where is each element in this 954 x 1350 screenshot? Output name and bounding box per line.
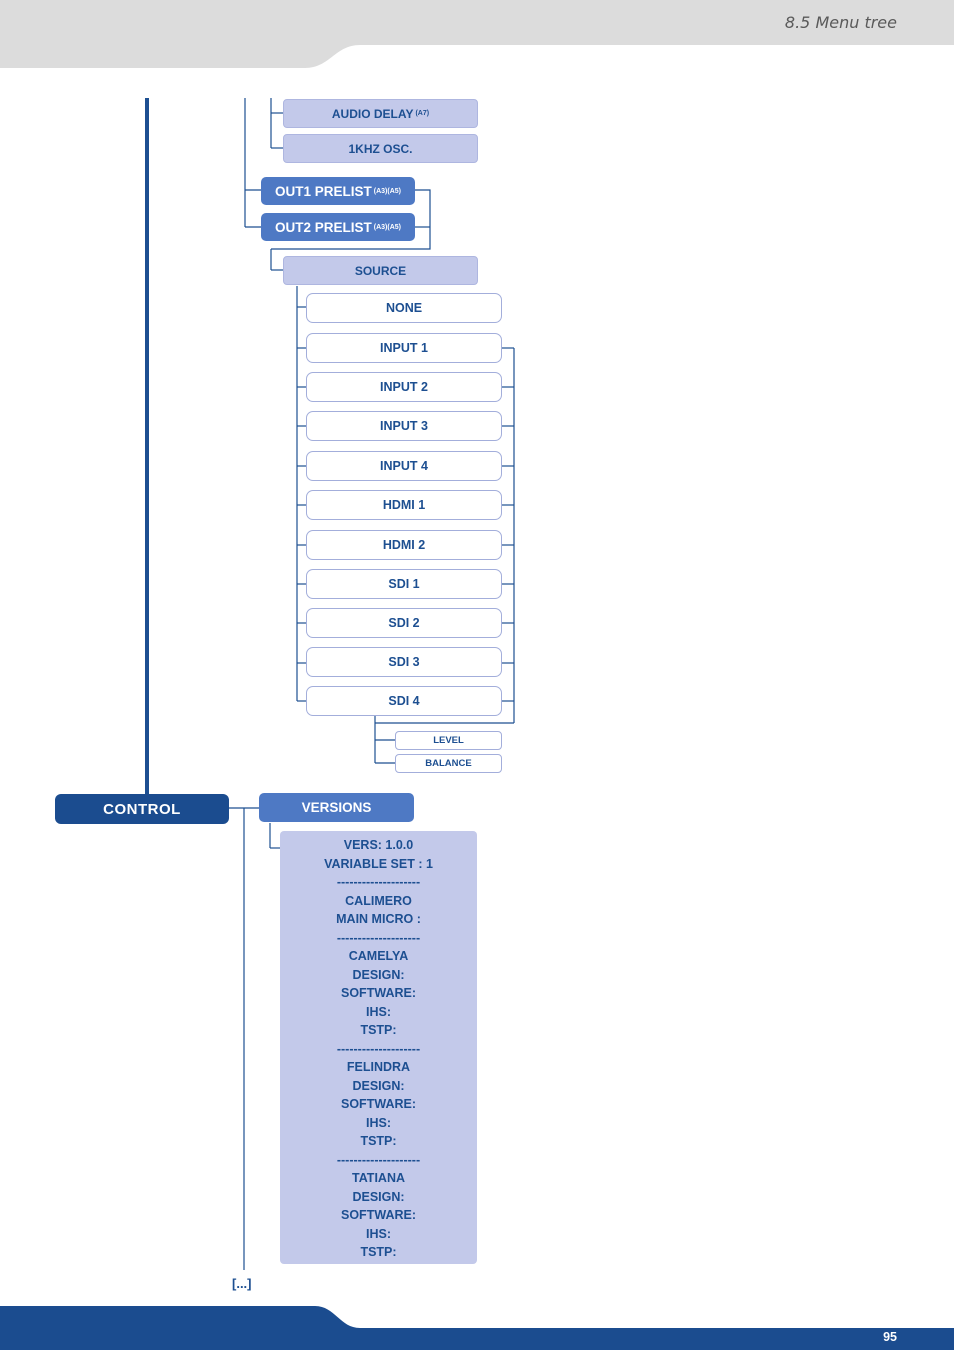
versions-line: SOFTWARE: [341, 1208, 416, 1222]
source-option-input-3[interactable]: INPUT 3 [306, 411, 502, 441]
menu-source[interactable]: SOURCE [283, 256, 478, 285]
versions-separator: -------------------- [336, 930, 421, 945]
versions-line: DESIGN: [352, 1189, 405, 1204]
out1-prelist-note: (A3)(A5) [373, 187, 401, 195]
main-trunk-line [145, 98, 149, 794]
out1-prelist-label: OUT1 PRELIST [275, 183, 372, 199]
versions-line: FELINDRA [346, 1060, 411, 1074]
source-option-sdi-3[interactable]: SDI 3 [306, 647, 502, 677]
section-title: 8.5 Menu tree [784, 13, 897, 32]
versions-line: SOFTWARE: [341, 1097, 416, 1111]
versions-line: TSTP: [360, 1245, 397, 1259]
versions-line: CALIMERO [345, 893, 412, 908]
page-number: 95 [883, 1330, 897, 1344]
versions-line: IHS: [366, 1004, 391, 1019]
menu-audio-delay[interactable]: AUDIO DELAY(A7) [283, 99, 478, 128]
versions-line: CAMELYA [348, 949, 409, 963]
versions-line: MAIN MICRO : [336, 912, 421, 926]
audio-delay-label: AUDIO DELAY [331, 106, 414, 121]
menu-control[interactable]: CONTROL [55, 794, 229, 824]
versions-line: TATIANA [352, 1171, 405, 1185]
menu-out2-prelist[interactable]: OUT2 PRELIST(A3)(A5) [261, 213, 415, 241]
versions-separator: -------------------- [336, 1152, 421, 1167]
continuation-ellipsis: [...] [232, 1276, 252, 1291]
out2-prelist-label: OUT2 PRELIST [275, 219, 372, 235]
menu-versions[interactable]: VERSIONS [259, 793, 414, 822]
menu-1khz-osc[interactable]: 1KHZ OSC. [283, 134, 478, 163]
versions-line: IHS: [366, 1226, 391, 1241]
versions-line: TSTP: [360, 1134, 397, 1148]
footer-band [0, 1306, 954, 1350]
source-option-hdmi-2[interactable]: HDMI 2 [306, 530, 502, 560]
source-option-hdmi-1[interactable]: HDMI 1 [306, 490, 502, 520]
menu-level[interactable]: LEVEL [395, 731, 502, 750]
out2-prelist-note: (A3)(A5) [373, 223, 401, 231]
versions-separator: -------------------- [336, 875, 421, 889]
versions-line: VARIABLE SET : 1 [324, 856, 433, 871]
source-option-sdi-1[interactable]: SDI 1 [306, 569, 502, 599]
versions-line: SOFTWARE: [341, 986, 416, 1000]
menu-balance[interactable]: BALANCE [395, 754, 502, 773]
versions-line: IHS: [366, 1115, 391, 1130]
versions-separator: -------------------- [336, 1041, 421, 1056]
source-option-input-4[interactable]: INPUT 4 [306, 451, 502, 481]
versions-line: DESIGN: [352, 967, 405, 982]
versions-line: TSTP: [360, 1023, 397, 1037]
source-option-none[interactable]: NONE [306, 293, 502, 323]
versions-line: DESIGN: [352, 1078, 405, 1093]
audio-delay-note: (A7) [415, 110, 430, 117]
source-option-sdi-2[interactable]: SDI 2 [306, 608, 502, 638]
source-option-sdi-4[interactable]: SDI 4 [306, 686, 502, 716]
versions-line: VERS: 1.0.0 [343, 838, 414, 852]
source-option-input-1[interactable]: INPUT 1 [306, 333, 502, 363]
header-band [0, 0, 954, 68]
source-option-input-2[interactable]: INPUT 2 [306, 372, 502, 402]
menu-out1-prelist[interactable]: OUT1 PRELIST(A3)(A5) [261, 177, 415, 205]
versions-info-panel: VERS: 1.0.0 VARIABLE SET : 1 -----------… [280, 831, 477, 1264]
